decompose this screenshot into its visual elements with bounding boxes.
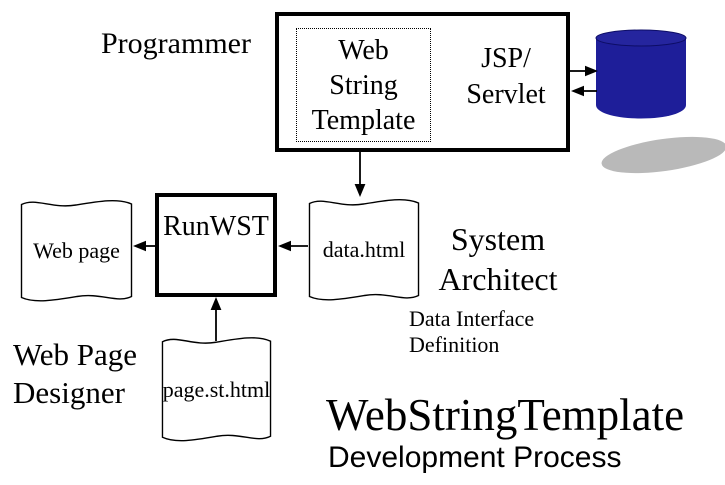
page-st-html-document: page.st.html (161, 333, 272, 446)
arrow-runwst-to-web-page-icon (133, 240, 155, 252)
runwst-box: RunWST (155, 193, 277, 297)
database-icon (595, 29, 725, 174)
web-string-template-box: Web String Template (296, 28, 431, 142)
web-string-template-label: Web String Template (311, 34, 416, 136)
diagram-title: WebStringTemplate (326, 390, 685, 440)
arrow-data-html-to-runwst-icon (278, 240, 308, 252)
web-page-document: Web page (20, 196, 133, 306)
jsp-servlet-label: JSP/ Servlet (466, 43, 546, 110)
page-st-html-document-label: page.st.html (162, 376, 271, 402)
system-architect-label: System Architect (438, 221, 558, 297)
arrow-server-to-data-html-icon (354, 152, 366, 197)
web-page-designer-label: Web Page Designer (13, 337, 138, 410)
database-cylinder-top (595, 29, 687, 47)
database-cylinder-body (596, 38, 686, 119)
database-shadow (601, 136, 725, 174)
programmer-label: Programmer (101, 27, 251, 60)
document-shape (308, 198, 420, 301)
runwst-label: RunWST (163, 211, 269, 242)
web-page-document-label: Web page (33, 238, 120, 263)
data-interface-definition-label: Data Interface Definition (409, 306, 535, 357)
diagram-subtitle: Development Process (328, 441, 622, 474)
document-shape (161, 337, 272, 442)
document-shape (20, 199, 133, 302)
server-box: Web String Template JSP/ Servlet (275, 12, 570, 152)
data-html-document: data.html (308, 195, 420, 305)
data-html-document-label: data.html (322, 237, 406, 262)
